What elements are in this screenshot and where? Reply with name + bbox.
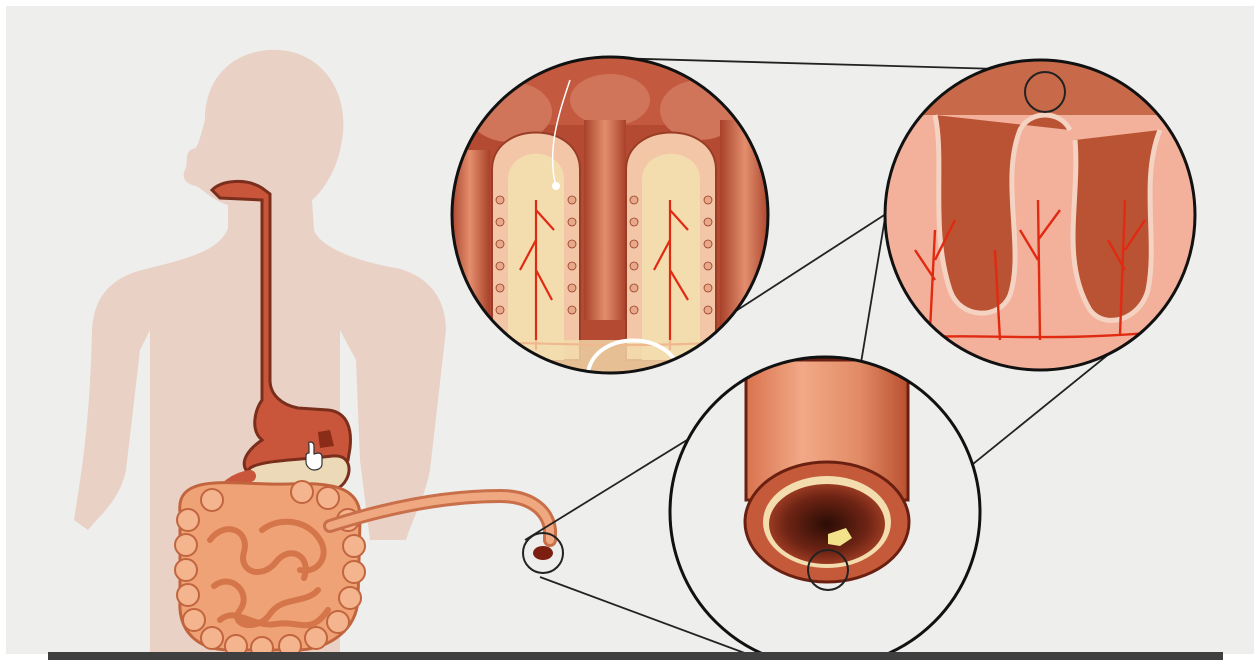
small-intestine-coil-icon [175,481,365,659]
floor-bar [48,652,1223,660]
